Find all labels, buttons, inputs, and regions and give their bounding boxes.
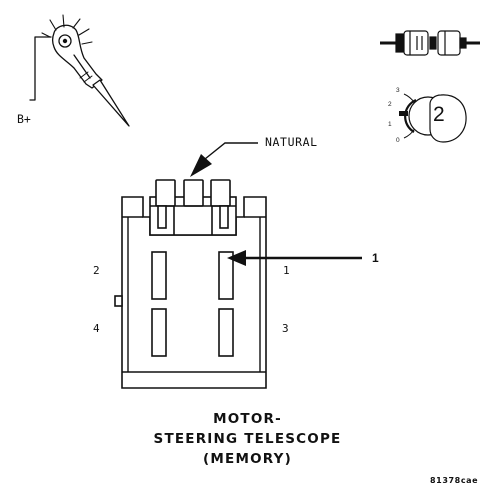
natural-leader [190,142,258,177]
dial-scale-1: 1 [388,121,392,128]
title-line-3: (MEMORY) [203,451,292,467]
terminal-slot-2 [151,251,167,300]
callout-number-1: 1 [372,251,379,265]
figure-code: 81378cae [430,476,479,485]
terminal-slot-4 [151,308,167,357]
title-line-2: STEERING TELESCOPE [153,431,342,447]
pin-label-2: 2 [93,264,100,277]
dial-scale-2: 2 [388,101,392,108]
natural-arrowhead [190,154,212,177]
pin-label-3: 3 [282,322,289,335]
callout-1-arrowhead [227,250,246,266]
probe-tip [92,79,130,127]
terminal-slot-1 [218,251,234,300]
connector-body [114,179,267,389]
light-rays [41,14,93,45]
terminal-slot-3 [218,308,234,357]
probe-body [51,24,103,89]
title-line-1: MOTOR- [213,411,282,427]
pin-label-1: 1 [283,264,290,277]
dial-value: 2 [433,103,445,126]
b-plus-label: B+ [17,112,31,126]
selector-dial-icon [399,93,467,143]
probe-wire [29,36,52,101]
callout-1-leader [227,250,362,266]
pin-label-4: 4 [93,322,100,335]
connector-plug-icon [380,30,480,56]
test-light-probe-icon [29,14,130,127]
connector-lock-tab [114,295,123,307]
dial-scale-0: 0 [396,137,400,144]
natural-color-label: NATURAL [265,135,318,149]
dial-scale-3: 3 [396,87,400,94]
